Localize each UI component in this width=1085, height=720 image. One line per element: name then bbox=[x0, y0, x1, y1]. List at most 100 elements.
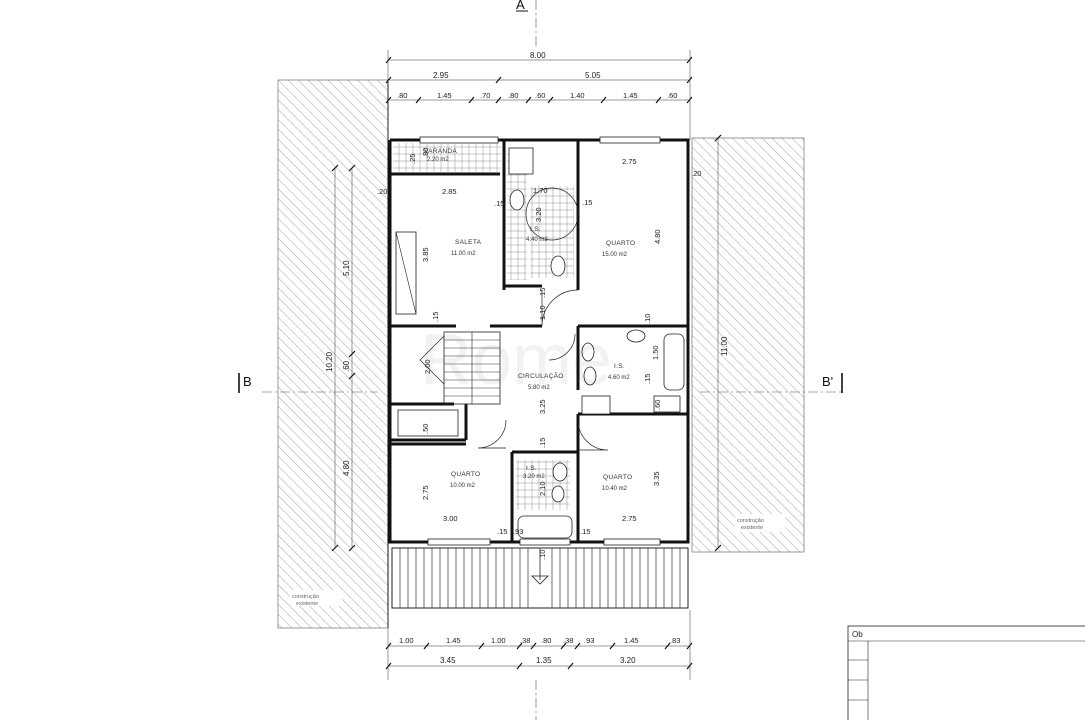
room-varanda-area: 2.20 m2 bbox=[427, 157, 449, 163]
dimensions-bottom: 1.00 1.45 1.00 .38 .80 .38 .93 1.45 .83 … bbox=[385, 610, 693, 680]
dim-c60: .60 bbox=[653, 400, 662, 410]
room-circulacao-area: 5.80 m2 bbox=[528, 385, 550, 391]
dim-bottom-detail-2: 1.45 bbox=[446, 636, 461, 645]
dim-is1-w: 1.70 bbox=[533, 186, 548, 195]
dim-right-outer: 11.00 bbox=[720, 336, 729, 356]
dim-c15h: .15 bbox=[580, 527, 590, 536]
neighbour-left-note-1: construção bbox=[292, 594, 319, 600]
dim-top-detail-6: 1.40 bbox=[570, 91, 585, 100]
room-quarto2-area: 10.00 m2 bbox=[450, 483, 476, 489]
dim-quarto2-h: 2.75 bbox=[421, 485, 430, 500]
dim-quarto3-w: 2.75 bbox=[622, 514, 637, 523]
section-a: A bbox=[516, 0, 537, 720]
section-mark-b-right: B' bbox=[822, 374, 833, 389]
section-mark-b-left: B bbox=[243, 374, 252, 389]
title-block-label: Ob bbox=[852, 630, 863, 639]
room-saleta-area: 11.00 m2 bbox=[451, 251, 476, 257]
dim-top-detail-8: .60 bbox=[667, 91, 677, 100]
room-quarto3-name: QUARTO bbox=[603, 474, 632, 481]
dim-quarto2-w: 3.00 bbox=[443, 514, 458, 523]
varanda-floor bbox=[393, 143, 501, 172]
room-is3-area: 3.20 m2 bbox=[523, 474, 545, 480]
dim-bottom-detail-7: .93 bbox=[584, 636, 594, 645]
dim-c93: .93 bbox=[513, 527, 523, 536]
dim-is1-h: 3.20 bbox=[534, 207, 543, 222]
dimensions-right: 11.00 bbox=[714, 134, 729, 552]
dim-top-detail-1: .80 bbox=[397, 91, 407, 100]
dim-c20b: .20 bbox=[691, 169, 701, 178]
dim-varanda-b: .80 bbox=[421, 148, 430, 158]
dimensions-left: 10.20 5.10 .60 4.80 bbox=[325, 164, 356, 552]
dim-bottom-detail-1: 1.00 bbox=[399, 636, 414, 645]
dim-bottom-split-2: 1.35 bbox=[536, 656, 552, 665]
title-block: Ob bbox=[847, 625, 1085, 720]
dim-bottom-detail-3: 1.00 bbox=[491, 636, 506, 645]
interior-dimensions: 2.85 3.85 1.70 3.20 2.75 4.80 .25 .80 .1… bbox=[377, 148, 701, 560]
dim-top-detail-5: .60 bbox=[535, 91, 545, 100]
dim-saleta-h: 3.85 bbox=[421, 247, 430, 262]
dim-bottom-detail-5: .80 bbox=[541, 636, 551, 645]
dim-top-detail-7: 1.45 bbox=[623, 91, 638, 100]
dim-c10: .10 bbox=[643, 314, 652, 324]
room-is1-name: I.S. bbox=[530, 226, 541, 233]
dim-is3-h: 2.10 bbox=[538, 481, 547, 496]
bottom-balcony bbox=[391, 547, 689, 609]
dim-saleta-w: 2.85 bbox=[442, 187, 457, 196]
dim-top-overall: 8.00 bbox=[530, 51, 546, 60]
dim-c50: .50 bbox=[421, 424, 430, 434]
section-mark-a: A bbox=[516, 0, 525, 12]
dim-varanda-a: .25 bbox=[408, 154, 417, 164]
dim-stair: 2.00 bbox=[423, 359, 432, 374]
dim-c10b: .10 bbox=[538, 550, 547, 560]
dim-left-part-3: 4.80 bbox=[342, 460, 351, 476]
neighbour-left-note-2: existente bbox=[296, 601, 318, 607]
room-varanda-name: VARANDA bbox=[424, 148, 457, 155]
dim-left-part-1: 5.10 bbox=[342, 260, 351, 276]
staircase bbox=[395, 231, 501, 437]
dim-bottom-detail-6: .38 bbox=[563, 636, 573, 645]
room-saleta-name: SALETA bbox=[455, 239, 482, 246]
dim-quarto1-h: 4.80 bbox=[653, 229, 662, 244]
dim-bottom-detail-9: .83 bbox=[670, 636, 680, 645]
room-is2-area: 4.60 m2 bbox=[608, 375, 630, 381]
room-quarto1-name: QUARTO bbox=[606, 240, 635, 247]
dim-top-detail-2: 1.45 bbox=[437, 91, 452, 100]
dim-bottom-split-3: 3.20 bbox=[620, 656, 636, 665]
dim-is2-w: 1.50 bbox=[651, 345, 660, 360]
room-quarto1-area: 15.00 m2 bbox=[602, 252, 628, 258]
dim-c15f: .15 bbox=[643, 374, 652, 384]
neighbour-right-note-2: existente bbox=[741, 525, 763, 531]
dim-top-detail-3: .70 bbox=[480, 91, 490, 100]
room-quarto3-area: 10.40 m2 bbox=[602, 486, 628, 492]
dim-c15g: .15 bbox=[497, 527, 507, 536]
dim-c110: 1.10 bbox=[538, 305, 547, 320]
dim-bottom-detail-8: 1.45 bbox=[624, 636, 639, 645]
dim-top-detail-4: .80 bbox=[508, 91, 518, 100]
dim-c20a: .20 bbox=[377, 187, 387, 196]
dim-top-split-2: 5.05 bbox=[585, 71, 601, 80]
dim-c15d: .15 bbox=[538, 288, 547, 298]
is3-fixtures bbox=[516, 460, 573, 539]
dim-bottom-split-1: 3.45 bbox=[440, 656, 456, 665]
dim-left-outer: 10.20 bbox=[325, 351, 334, 372]
dim-c15c: .15 bbox=[431, 312, 440, 322]
room-quarto2-name: QUARTO bbox=[451, 471, 480, 478]
room-circulacao-name: CIRCULAÇÃO bbox=[518, 371, 564, 380]
dim-c15e: .15 bbox=[538, 438, 547, 448]
dim-quarto3-h: 3.35 bbox=[652, 471, 661, 486]
neighbour-right-note-1: construção bbox=[737, 518, 764, 524]
dim-quarto1-w: 2.75 bbox=[622, 157, 637, 166]
room-is3-name: I.S. bbox=[526, 465, 537, 472]
is1-fixtures bbox=[507, 147, 579, 280]
is2-fixtures bbox=[581, 329, 685, 415]
neighbour-left: construção existente bbox=[277, 79, 389, 629]
dim-circ-h: 3.25 bbox=[538, 399, 547, 414]
dim-c15b: .15 bbox=[582, 198, 592, 207]
room-labels: VARANDA 2.20 m2 SALETA 11.00 m2 I.S. 4.4… bbox=[424, 148, 635, 492]
dim-top-split-1: 2.95 bbox=[433, 71, 449, 80]
room-is2-name: I.S. bbox=[614, 363, 625, 370]
dim-c15a: .15 bbox=[494, 199, 504, 208]
neighbour-right: construção existente bbox=[691, 137, 805, 553]
dim-left-part-2: .60 bbox=[342, 360, 351, 372]
